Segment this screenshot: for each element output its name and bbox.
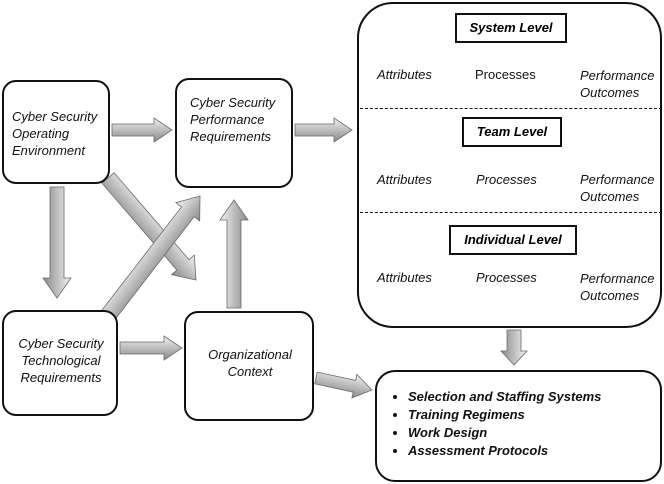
levels-to-outcomes-arrow [500, 329, 528, 366]
organizational-context-box [184, 311, 314, 421]
technological-requirements-text: Cyber Security Technological Requirement… [18, 336, 104, 385]
team-processes: Processes [476, 172, 537, 187]
organizational-context-label: Organizational Context [195, 346, 305, 380]
individual-outcomes-line1: Performance [580, 271, 655, 286]
technological-requirements-label: Cyber Security Technological Requirement… [10, 335, 112, 386]
technological-requirements-box [2, 310, 118, 416]
org-to-outcomes-arrow [314, 371, 373, 399]
individual-level-title: Individual Level [449, 225, 577, 255]
system-outcomes-line2: Outcomes [580, 85, 640, 100]
outcome-item: Assessment Protocols [408, 442, 601, 460]
tech-to-perf-arrow [99, 195, 201, 324]
team-outcomes-line1: Performance [580, 172, 655, 187]
tech-to-org-arrow [119, 335, 183, 361]
outcome-item: Work Design [408, 424, 601, 442]
team-outcomes-line2: Outcomes [580, 189, 640, 204]
env-to-org-arrow [101, 172, 197, 281]
individual-attributes: Attributes [377, 270, 432, 285]
operating-environment-text: Cyber Security Operating Environment [12, 109, 98, 158]
individual-processes: Processes [476, 270, 537, 285]
levels-container [357, 2, 662, 328]
level-divider [360, 212, 662, 213]
operating-environment-box [2, 80, 110, 184]
outcome-item: Training Regimens [408, 406, 601, 424]
env-to-tech-arrow [42, 186, 72, 299]
system-level-title: System Level [455, 13, 567, 43]
performance-requirements-box [175, 78, 293, 188]
operating-environment-label: Cyber Security Operating Environment [12, 108, 108, 159]
outcomes-list: Selection and Staffing Systems Training … [394, 388, 601, 460]
team-attributes: Attributes [377, 172, 432, 187]
system-processes: Processes [475, 67, 536, 82]
performance-requirements-label: Cyber Security Performance Requirements [190, 94, 286, 145]
individual-outcomes-line2: Outcomes [580, 288, 640, 303]
level-divider [360, 108, 662, 109]
performance-requirements-text: Cyber Security Performance Requirements [190, 95, 276, 144]
env-to-perf-arrow [111, 117, 173, 143]
system-attributes: Attributes [377, 67, 432, 82]
system-outcomes-line1: Performance [580, 68, 655, 83]
org-to-perf-arrow [219, 199, 249, 309]
perf-to-levels-arrow [294, 117, 353, 143]
outcome-item: Selection and Staffing Systems [408, 388, 601, 406]
team-level-title: Team Level [462, 117, 562, 147]
organizational-context-text: Organizational Context [208, 347, 292, 379]
outcomes-box [375, 370, 662, 482]
